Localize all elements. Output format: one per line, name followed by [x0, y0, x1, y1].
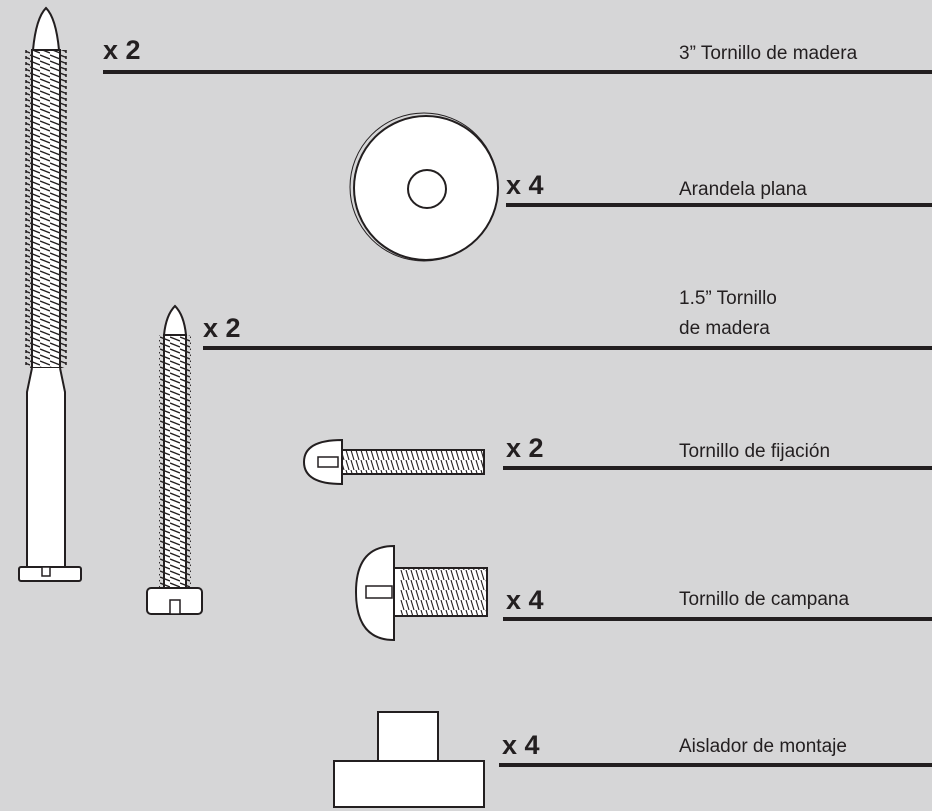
mounting-isolator-label: Aislador de montaje	[679, 736, 847, 757]
wood-screw-3in-quantity: x 2	[103, 35, 141, 65]
bell-screw-label: Tornillo de campana	[679, 589, 850, 610]
wood-screw-1-5in-label-line1: 1.5” Tornillo	[679, 288, 777, 309]
wood-screw-3in-icon	[18, 6, 82, 582]
flat-washer-quantity: x 4	[506, 170, 544, 200]
wood-screw-1-5in-icon	[146, 304, 203, 615]
wood-screw-3in-leader-line	[103, 70, 932, 74]
wood-screw-1-5in-leader-line	[203, 346, 932, 350]
mounting-isolator-leader-line	[499, 763, 932, 767]
wood-screw-1-5in-label-line2: de madera	[679, 318, 770, 339]
bell-screw-icon	[354, 544, 488, 642]
flat-washer-leader-line	[506, 203, 932, 207]
bell-screw-quantity: x 4	[506, 585, 544, 615]
flat-washer-icon	[349, 112, 499, 262]
set-screw-label: Tornillo de fijación	[679, 441, 831, 462]
set-screw-icon	[302, 438, 485, 486]
flat-washer-label: Arandela plana	[679, 179, 807, 200]
mounting-isolator-quantity: x 4	[502, 730, 540, 760]
wood-screw-1-5in-quantity: x 2	[203, 313, 241, 343]
set-screw-leader-line	[503, 466, 932, 470]
bell-screw-leader-line	[503, 617, 932, 621]
wood-screw-3in-label: 3” Tornillo de madera	[679, 43, 858, 64]
set-screw-quantity: x 2	[506, 433, 544, 463]
mounting-isolator-icon	[333, 711, 485, 808]
